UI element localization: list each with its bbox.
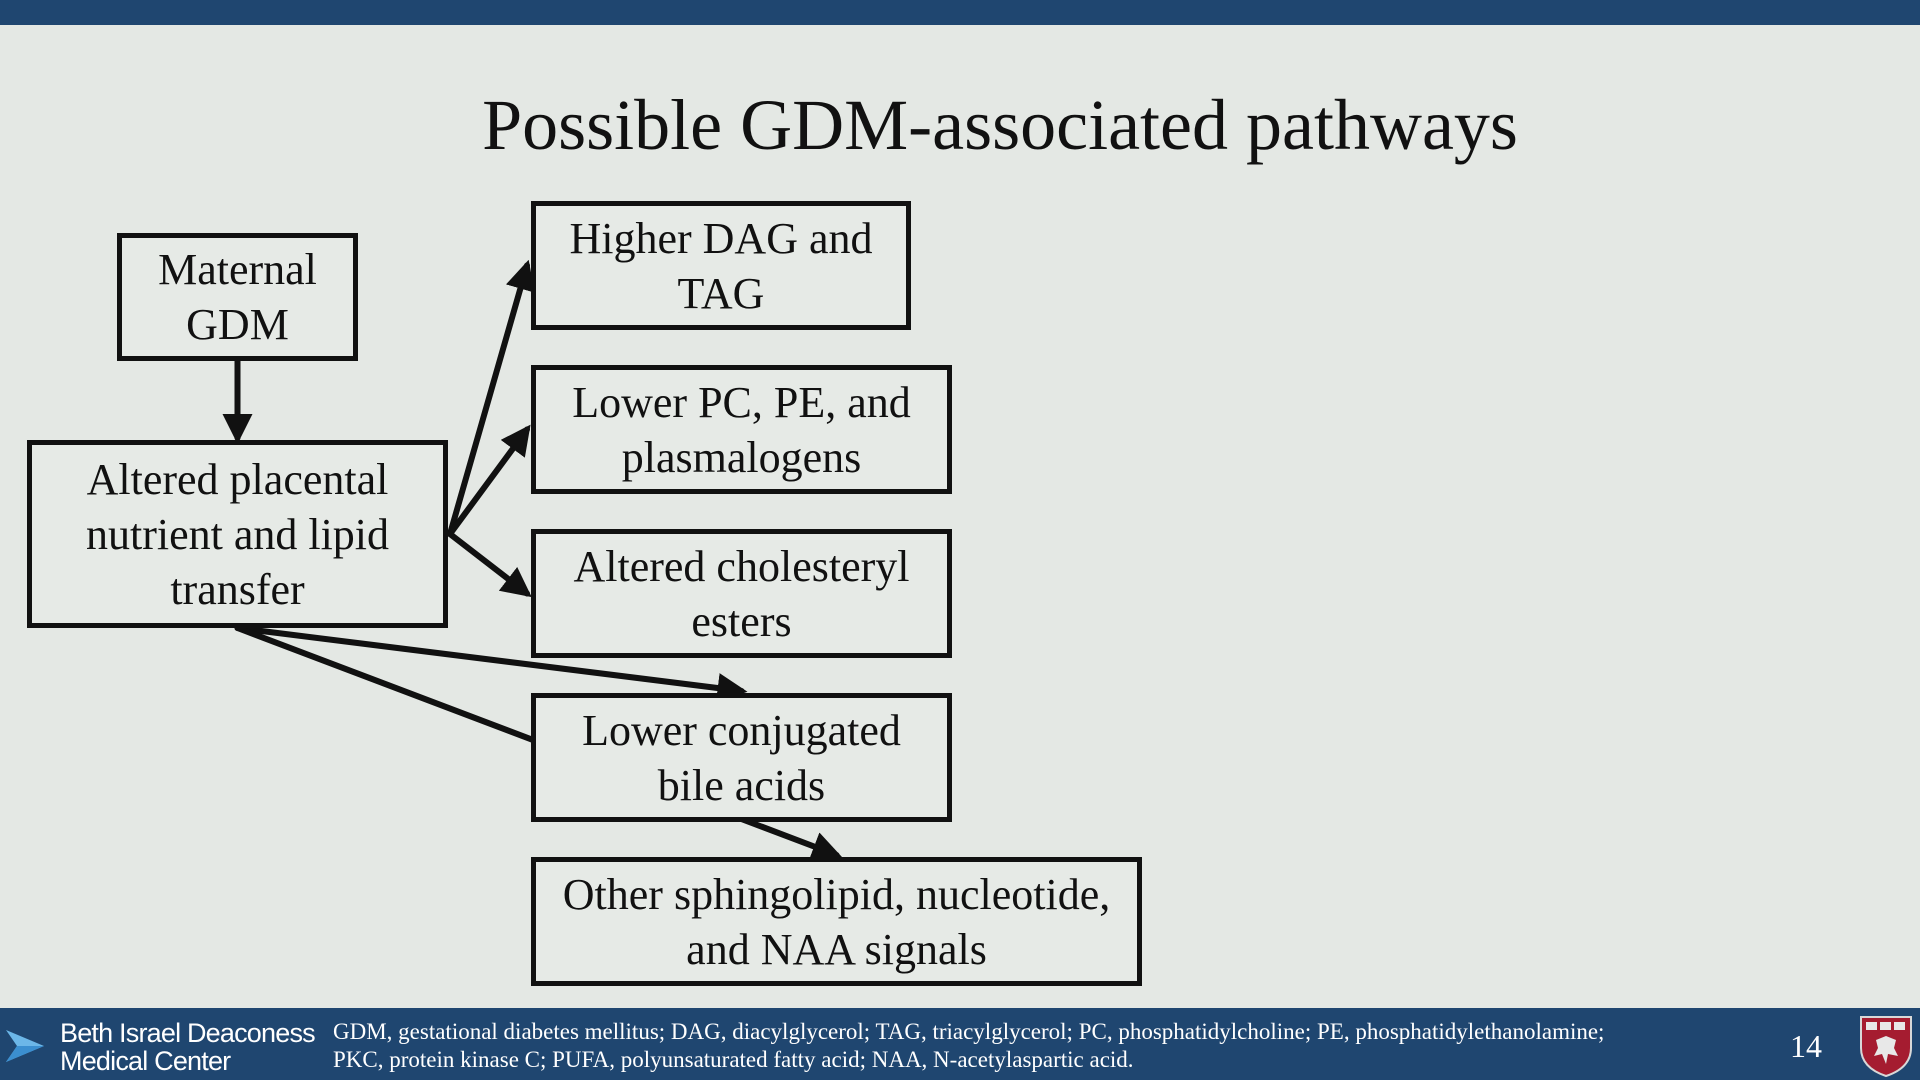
node-label: Lower PC, PE, and plasmalogens (572, 377, 911, 482)
arrow-placental_transfer-to-pc_pe (447, 424, 531, 537)
node-other-signals: Other sphingolipid, nucleotide, and NAA … (531, 857, 1142, 986)
node-label: Maternal GDM (158, 245, 317, 349)
node-dag-tag: Higher DAG and TAG (531, 201, 911, 330)
footnote-line-2: PKC, protein kinase C; PUFA, polyunsatur… (333, 1047, 1134, 1072)
page-number: 14 (1790, 1028, 1822, 1064)
node-maternal-gdm: Maternal GDM (117, 233, 358, 361)
footnote-line-1: GDM, gestational diabetes mellitus; DAG,… (333, 1019, 1605, 1044)
node-label: Higher DAG and TAG (569, 213, 873, 318)
bidmc-logo-text: Beth Israel Deaconess Medical Center (60, 1018, 316, 1076)
node-label: Altered cholesteryl esters (573, 541, 910, 646)
node-pc-pe: Lower PC, PE, and plasmalogens (531, 365, 952, 494)
logo-line-1: Beth Israel Deaconess (60, 1018, 316, 1048)
bidmc-arrow-logo-icon (6, 1030, 44, 1062)
node-label: Other sphingolipid, nucleotide, and NAA … (562, 869, 1111, 974)
harvard-shield-crest-icon (1860, 1016, 1912, 1078)
arrow-placental_transfer-to-cholesteryl (447, 531, 532, 598)
arrow-placental_transfer-to-dag_tag (447, 259, 535, 537)
node-placental-transfer: Altered placental nutrient and lipid tra… (27, 440, 448, 628)
logo-line-2: Medical Center (60, 1046, 231, 1076)
node-cholesteryl: Altered cholesteryl esters (531, 529, 952, 658)
slide-title: Possible GDM-associated pathways (482, 85, 1518, 165)
node-label: Altered placental nutrient and lipid tra… (85, 454, 390, 614)
node-bile-acids: Lower conjugated bile acids (531, 693, 952, 822)
footer-bar: Beth Israel Deaconess Medical Center GDM… (0, 1008, 1920, 1080)
node-label: Lower conjugated bile acids (582, 705, 901, 810)
header-bar (0, 0, 1920, 25)
abbreviations-footnote: GDM, gestational diabetes mellitus; DAG,… (333, 1018, 1773, 1074)
